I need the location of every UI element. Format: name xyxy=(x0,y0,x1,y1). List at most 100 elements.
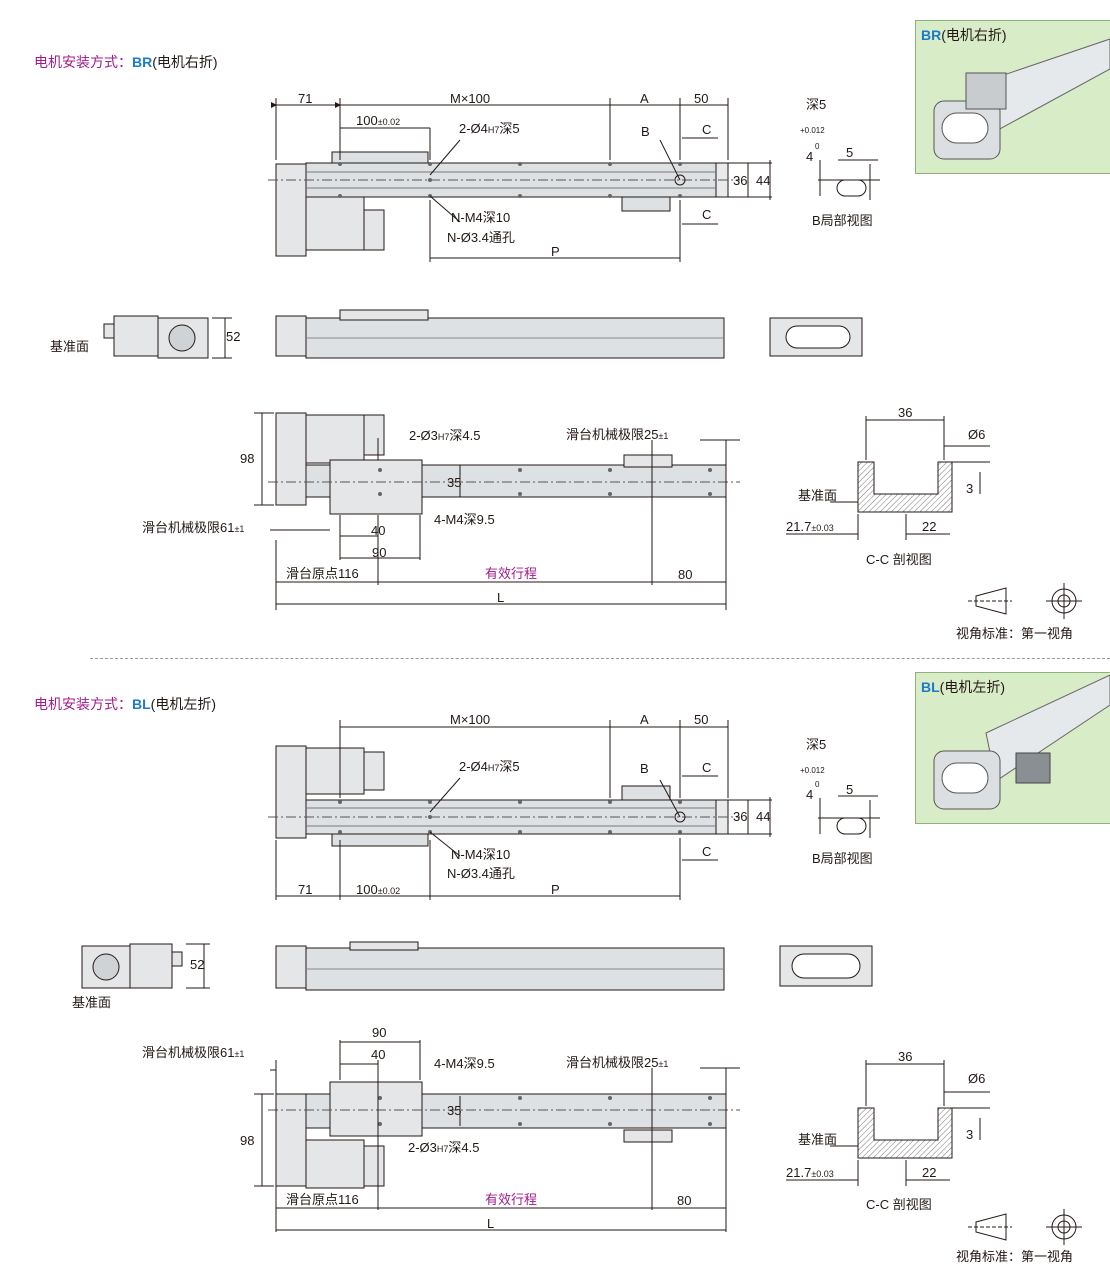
dim-50: 50 xyxy=(694,91,709,106)
cc-view-caption: C-C 剖视图 xyxy=(866,552,932,567)
section-title: 电机安装方式：BR(电机右折) xyxy=(34,54,218,70)
bl-photo-title: BL(电机左折) xyxy=(921,679,1005,695)
dim-35: 35 xyxy=(447,475,462,490)
br-projection-symbol xyxy=(968,583,1082,619)
br-top-view xyxy=(268,98,772,262)
dim-40: 40 xyxy=(371,1047,386,1062)
bl-top-view xyxy=(268,720,772,900)
label-limit25: 滑台机械极限25±1 xyxy=(566,1055,669,1070)
bl-product-photo: BL(电机左折) xyxy=(915,672,1110,824)
dim-52: 52 xyxy=(226,329,241,344)
b-dim-5: 5 xyxy=(846,782,854,797)
b-tol-dn: 0 xyxy=(815,780,820,789)
dim-m100: M×100 xyxy=(450,91,491,106)
dim-a: A xyxy=(640,91,649,106)
bl-bottom-view xyxy=(254,1040,740,1232)
cc-ref-face: 基准面 xyxy=(798,488,838,503)
dim-35: 35 xyxy=(447,1103,462,1118)
label-2-holes: 2-Ø4H7深5 xyxy=(459,759,520,774)
label-2-holes-3: 2-Ø3H7深4.5 xyxy=(408,1140,480,1155)
dim-100: 100±0.02 xyxy=(356,882,401,897)
bl-cc-section xyxy=(786,1060,990,1186)
angle-standard: 视角标准：第一视角 xyxy=(956,626,1074,641)
cc-dim-22: 22 xyxy=(922,519,937,534)
cc-dim-217: 21.7±0.03 xyxy=(786,1165,834,1180)
dim-98: 98 xyxy=(240,1133,255,1148)
label-limit61: 滑台机械极限61±1 xyxy=(142,1045,245,1060)
label-c-bottom: C xyxy=(702,207,712,222)
dim-71: 71 xyxy=(298,91,313,106)
b-deep5: 深5 xyxy=(806,97,827,112)
label-b: B xyxy=(641,124,650,139)
label-c-top: C xyxy=(702,122,712,137)
dim-90: 90 xyxy=(372,545,387,560)
label-limit61: 滑台机械极限61±1 xyxy=(142,520,245,535)
dim-50: 50 xyxy=(694,712,709,727)
cc-dim-22: 22 xyxy=(922,1165,937,1180)
b-tol-up: +0.012 xyxy=(800,126,825,135)
dim-a: A xyxy=(640,712,649,727)
dim-98: 98 xyxy=(240,451,255,466)
br-cc-section xyxy=(786,416,990,540)
dim-44: 44 xyxy=(756,173,771,188)
label-stroke: 有效行程 xyxy=(485,1192,538,1207)
label-c-bottom: C xyxy=(702,844,712,859)
b-tol-up: +0.012 xyxy=(800,766,825,775)
label-4-m4: 4-M4深9.5 xyxy=(434,1056,495,1071)
cc-phi6: Ø6 xyxy=(968,1071,986,1086)
dim-l: L xyxy=(487,1216,495,1231)
label-2-holes-3: 2-Ø3H7深4.5 xyxy=(409,428,481,443)
cc-dim-3: 3 xyxy=(966,1127,974,1142)
ref-face-label: 基准面 xyxy=(50,339,90,354)
br-bottom-view xyxy=(254,412,740,610)
label-origin: 滑台原点116 xyxy=(286,566,359,581)
b-dim-5: 5 xyxy=(846,145,854,160)
dim-p: P xyxy=(551,244,560,259)
dim-80: 80 xyxy=(678,567,693,582)
dim-l: L xyxy=(497,590,505,605)
bl-projection-symbol xyxy=(968,1209,1082,1245)
b-dim-4: 4 xyxy=(806,787,814,802)
br-photo-title: BR(电机右折) xyxy=(921,27,1007,43)
bl-b-detail xyxy=(818,795,880,838)
br-b-detail xyxy=(818,159,880,200)
b-dim-4: 4 xyxy=(806,149,814,164)
b-view-caption: B局部视图 xyxy=(812,851,873,866)
dim-52: 52 xyxy=(190,957,205,972)
cc-phi6: Ø6 xyxy=(968,427,986,442)
b-deep5: 深5 xyxy=(806,737,827,752)
cc-ref-face: 基准面 xyxy=(798,1132,838,1147)
label-nm4: N-M4深10 xyxy=(451,847,511,862)
dim-m100: M×100 xyxy=(450,712,491,727)
label-b: B xyxy=(640,761,649,776)
dim-40: 40 xyxy=(371,523,386,538)
label-origin: 滑台原点116 xyxy=(286,1192,359,1207)
br-product-photo: BR(电机右折) xyxy=(915,20,1110,174)
dim-44: 44 xyxy=(756,809,771,824)
cc-dim-36: 36 xyxy=(898,405,913,420)
b-view-caption: B局部视图 xyxy=(812,213,873,228)
dim-36: 36 xyxy=(733,173,748,188)
br-side-views xyxy=(103,309,863,359)
label-n34: N-Ø3.4通孔 xyxy=(447,230,515,245)
angle-standard: 视角标准：第一视角 xyxy=(956,1249,1074,1264)
label-c-top: C xyxy=(702,760,712,775)
label-2-holes: 2-Ø4H7深5 xyxy=(459,121,520,136)
cc-dim-217: 21.7±0.03 xyxy=(786,519,834,534)
dim-71: 71 xyxy=(298,882,313,897)
label-n34: N-Ø3.4通孔 xyxy=(447,866,515,881)
dim-90: 90 xyxy=(372,1025,387,1040)
label-4-m4: 4-M4深9.5 xyxy=(434,512,495,527)
bl-side-views xyxy=(81,941,873,991)
actuator-render xyxy=(933,38,1110,160)
b-tol-dn: 0 xyxy=(815,142,820,151)
label-limit25: 滑台机械极限25±1 xyxy=(566,427,669,442)
section-title: 电机安装方式：BL(电机左折) xyxy=(34,696,216,712)
dim-100: 100±0.02 xyxy=(356,113,401,128)
actuator-render xyxy=(933,674,1110,810)
cc-dim-36: 36 xyxy=(898,1049,913,1064)
section-divider xyxy=(90,658,1110,659)
cc-view-caption: C-C 剖视图 xyxy=(866,1197,932,1212)
dim-p: P xyxy=(551,882,560,897)
